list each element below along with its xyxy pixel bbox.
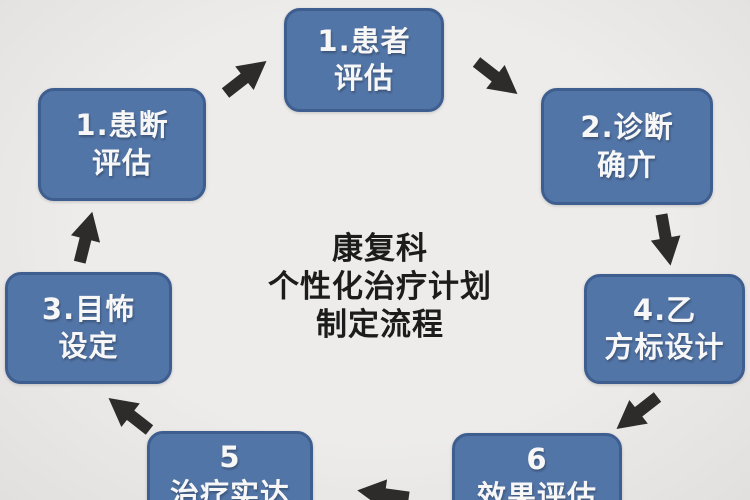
step-label: 2.诊断 xyxy=(580,110,674,145)
diagram-title: 康复科 个性化治疗计划 制定流程 xyxy=(230,231,530,344)
step-label: 4.乙 xyxy=(632,292,697,327)
arrow-up-icon xyxy=(63,206,110,269)
step-label: 确亣 xyxy=(596,147,657,182)
arrow-up-right-icon xyxy=(213,46,278,107)
diagram-title-line2: 个性化治疗计划 xyxy=(268,268,492,305)
step-box-diagnosis-confirmation: 2.诊断 确亣 xyxy=(541,88,713,205)
step-box-plan-design: 4.乙 方标设计 xyxy=(584,274,745,384)
step-box-treatment-implementation: 5 治疗实达 xyxy=(147,431,313,500)
arrow-left-icon xyxy=(353,473,413,500)
step-label: 设定 xyxy=(58,329,119,363)
step-label: 评估 xyxy=(91,145,152,180)
step-label: 3.目怖 xyxy=(41,291,136,326)
step-label: 评估 xyxy=(333,61,394,95)
step-box-effect-evaluation: 6 效果评估 xyxy=(452,433,622,500)
step-label: 6 xyxy=(526,442,548,476)
step-box-goal-setting: 3.目怖 设定 xyxy=(5,272,172,384)
step-label: 1.患断 xyxy=(75,108,169,143)
arrow-down-right-icon xyxy=(464,47,529,108)
arrow-down-left-icon xyxy=(604,382,669,443)
arrow-down-icon xyxy=(644,209,687,270)
step-label: 1.患者 xyxy=(317,23,411,58)
diagram-title-line1: 康复科 xyxy=(332,231,428,267)
diagram-title-line3: 制定流程 xyxy=(316,306,444,343)
step-label: 方标设计 xyxy=(604,330,725,364)
step-label: 5 xyxy=(219,440,241,474)
step-label: 效果评估 xyxy=(476,479,597,500)
step-label: 治疗实达 xyxy=(169,477,290,500)
step-box-patient-assessment: 1.患者 评估 xyxy=(284,8,444,112)
arrow-up-left-icon xyxy=(96,383,161,444)
step-box-diagnosis-assessment: 1.患断 评估 xyxy=(38,88,206,201)
